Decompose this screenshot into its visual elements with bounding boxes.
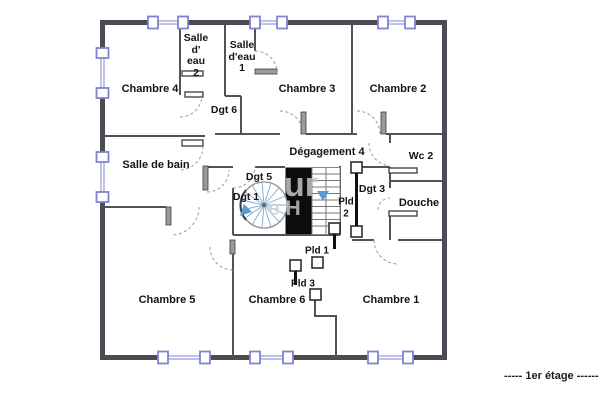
room-label-degagement-4: Dégagement 4 — [289, 146, 365, 158]
room-label-dgt-6: Dgt 6 — [210, 104, 238, 116]
room-label-chambre-3: Chambre 3 — [278, 83, 336, 95]
room-label-chambre-1: Chambre 1 — [362, 294, 420, 306]
legend-1er-etage: ----- 1er étage ------ — [504, 370, 599, 382]
window-icon — [95, 47, 110, 99]
stair-down-arrow-icon — [317, 191, 329, 201]
room-label-chambre-6: Chambre 6 — [248, 294, 306, 306]
room-label-salle-de-bain: Salle de bain — [122, 159, 190, 171]
spiral-stair-arrow-icon — [240, 204, 252, 216]
interior-walls — [102, 25, 442, 357]
door-arcs — [170, 50, 399, 271]
room-label-dgt-1: Dgt 1 — [232, 191, 260, 203]
window-icon — [157, 350, 211, 365]
room-label-dgt-3: Dgt 3 — [358, 183, 386, 195]
room-label-wc-2: Wc 2 — [408, 150, 434, 162]
room-label-salle-eau-1: Salle d'eau 1 — [228, 38, 256, 74]
room-label-pld-3: Pld 3 — [291, 278, 315, 290]
room-label-pld-2: Pld 2 — [338, 196, 354, 220]
room-label-pld-1: Pld 1 — [305, 245, 329, 257]
window-icon — [249, 15, 288, 30]
window-symbols — [95, 15, 416, 365]
spiral-staircase — [239, 181, 288, 229]
window-icon — [95, 151, 110, 203]
stair-void — [285, 167, 312, 234]
window-icon — [377, 15, 416, 30]
window-icon — [147, 15, 189, 30]
room-label-dgt-5: Dgt 5 — [245, 171, 273, 183]
fixtures — [165, 68, 418, 255]
closet-door-symbols — [289, 161, 363, 301]
room-label-chambre-2: Chambre 2 — [369, 83, 427, 95]
room-label-chambre-4: Chambre 4 — [121, 83, 179, 95]
room-label-chambre-5: Chambre 5 — [138, 294, 196, 306]
room-label-douche: Douche — [398, 197, 440, 209]
room-label-salle-eau-2: Salle d' eau 2 — [183, 32, 209, 79]
window-icon — [249, 350, 294, 365]
window-icon — [367, 350, 414, 365]
